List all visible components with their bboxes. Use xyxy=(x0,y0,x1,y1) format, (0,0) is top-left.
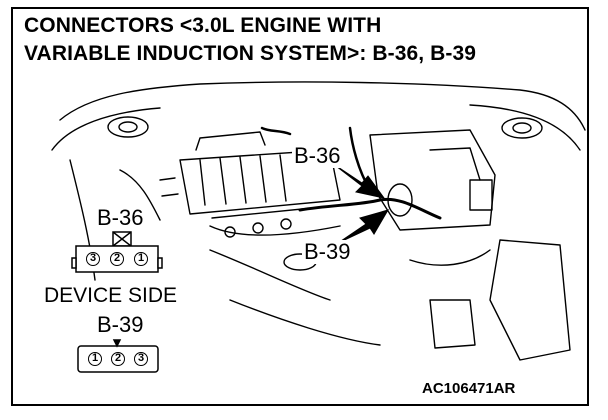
b36-pin: 2 xyxy=(110,252,124,266)
b39-pin: 3 xyxy=(134,352,148,366)
b36-pin: 3 xyxy=(86,252,100,266)
callout-b36-label: B-36 xyxy=(292,143,343,168)
callout-b39-label: B-39 xyxy=(302,239,353,264)
device-side-label: DEVICE SIDE xyxy=(44,284,178,307)
figure-code: AC106471AR xyxy=(420,380,518,398)
b36-pin: 1 xyxy=(134,252,148,266)
b39-pin: 2 xyxy=(111,352,125,366)
title-line-2: VARIABLE INDUCTION SYSTEM>: B-36, B-39 xyxy=(24,42,477,65)
legend-b36-label: B-36 xyxy=(97,205,144,230)
b39-pin: 1 xyxy=(88,352,102,366)
legend-b39-label: B-39 xyxy=(97,312,144,337)
diagram-title: CONNECTORS <3.0L ENGINE WITH VARIABLE IN… xyxy=(24,12,584,68)
title-line-1: CONNECTORS <3.0L ENGINE WITH xyxy=(24,14,382,37)
